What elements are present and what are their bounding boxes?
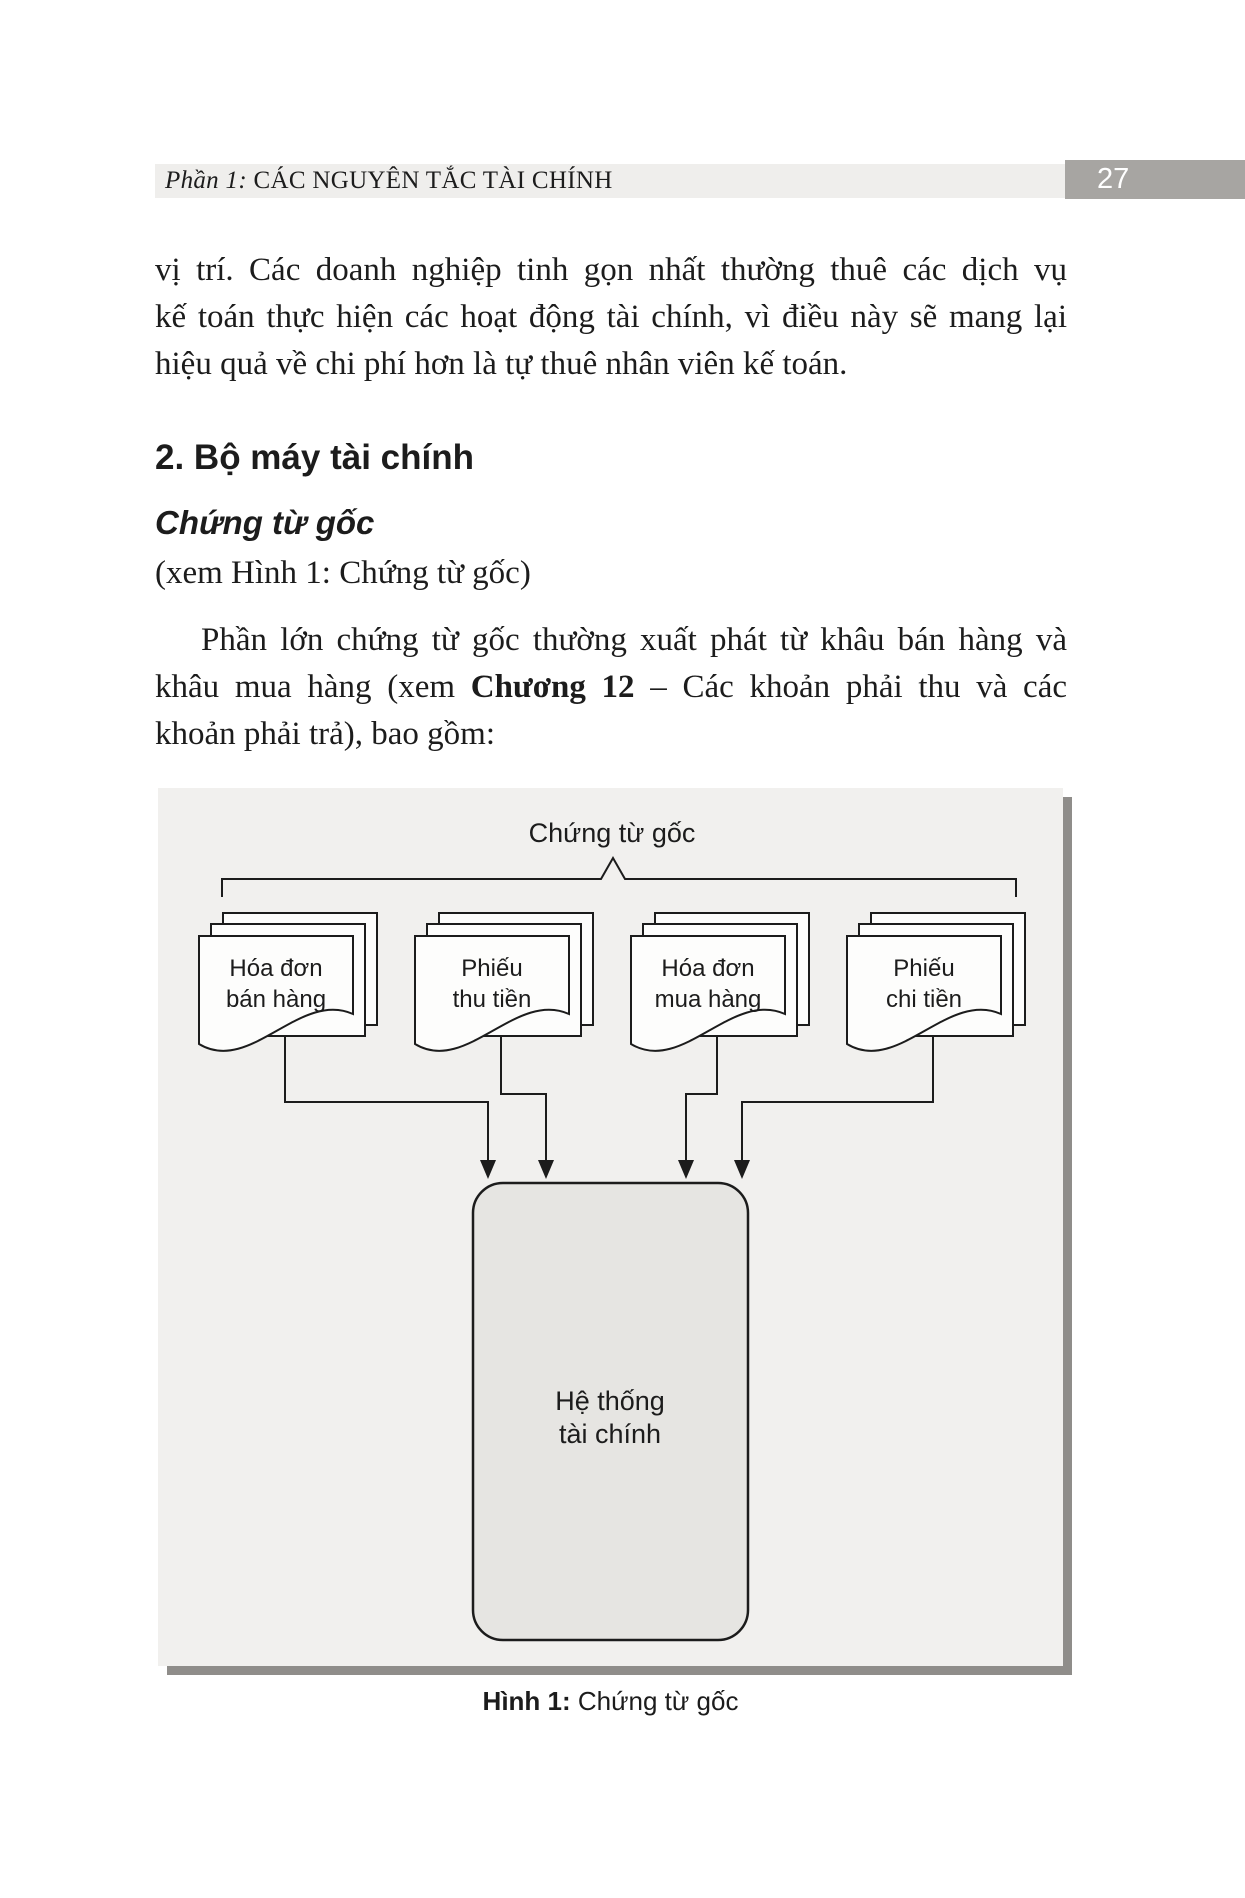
document-sheet-front <box>198 935 354 1052</box>
figure-caption: Hình 1: Chứng từ gốc <box>158 1686 1063 1717</box>
paragraph-2-line-2-before: khâu mua hàng (xem <box>155 669 471 705</box>
paragraph-2-line-2-after: – Các khoản phải thu và các <box>634 669 1067 705</box>
paragraph-1: vị trí. Các doanh nghiệp tinh gọn nhất t… <box>155 247 1067 388</box>
document-3-label-line-1: Hóa đơn <box>661 955 754 982</box>
section-heading: 2. Bộ máy tài chính <box>155 438 474 477</box>
paragraph-1-line-3: hiệu quả về chi phí hơn là tự thuê nhân … <box>155 346 848 382</box>
figure-caption-label: Hình 1: <box>482 1686 571 1716</box>
document-sheet-front <box>630 935 786 1052</box>
arrowhead-3 <box>678 1160 694 1179</box>
system-box-label-line-2: tài chính <box>559 1419 661 1449</box>
part-title: CÁC NGUYÊN TẮC TÀI CHÍNH <box>246 167 613 194</box>
document-2-label-line-1: Phiếu <box>461 955 522 982</box>
document-4-label-line-1: Phiếu <box>893 955 954 982</box>
arrowhead-4 <box>734 1160 750 1179</box>
brace <box>221 855 1017 897</box>
running-header-text: Phần 1: CÁC NGUYÊN TẮC TÀI CHÍNH <box>155 167 613 195</box>
document-stack-1: Hóa đơn bán hàng <box>198 912 378 1052</box>
paragraph-1-line-2: kế toán thực hiện các hoạt động tài chín… <box>155 299 1067 335</box>
document-stack-2: Phiếu thu tiền <box>414 912 594 1052</box>
arrowhead-1 <box>480 1160 496 1179</box>
document-1-label-line-2: bán hàng <box>226 986 326 1013</box>
system-box-label-line-1: Hệ thống <box>555 1386 665 1416</box>
paragraph-2: Phần lớn chứng từ gốc thường xuất phát t… <box>155 617 1067 758</box>
document-sheet-front <box>846 935 1002 1052</box>
paragraph-1-line-1: vị trí. Các doanh nghiệp tinh gọn nhất t… <box>155 252 1067 288</box>
figure-title: Chứng từ gốc <box>529 818 696 848</box>
document-4-label-line-2: chi tiền <box>886 986 962 1013</box>
page-number: 27 <box>1097 163 1130 195</box>
document-stack-3: Hóa đơn mua hàng <box>630 912 810 1052</box>
connector-1 <box>284 1036 489 1162</box>
paragraph-2-line-3: khoản phải trả), bao gồm: <box>155 716 495 752</box>
document-1-label-line-1: Hóa đơn <box>229 955 322 982</box>
document-2-label-line-2: thu tiền <box>453 986 532 1013</box>
subsection-heading: Chứng từ gốc <box>155 504 375 541</box>
connector-3 <box>685 1036 718 1162</box>
connector-4 <box>741 1036 934 1162</box>
running-header-band: Phần 1: CÁC NGUYÊN TẮC TÀI CHÍNH <box>155 164 1065 198</box>
paragraph-2-line-2: khâu mua hàng (xem Chương 12 – Các khoản… <box>155 664 1067 711</box>
figure-reference: (xem Hình 1: Chứng từ gốc) <box>155 555 531 591</box>
page-number-box: 27 <box>1065 160 1245 199</box>
connector-2 <box>500 1036 547 1162</box>
figure-caption-text: Chứng từ gốc <box>570 1686 739 1716</box>
chapter-12-bold: Chương 12 <box>470 669 635 705</box>
part-label: Phần 1: <box>165 167 247 194</box>
document-stack-4: Phiếu chi tiền <box>846 912 1026 1052</box>
document-sheet-front <box>414 935 570 1052</box>
figure-1-panel: Chứng từ gốc Hóa đơn bán hàng Phiếu thu … <box>158 788 1063 1666</box>
figure-1-diagram: Chứng từ gốc Hóa đơn bán hàng Phiếu thu … <box>198 818 1026 1642</box>
system-box <box>471 1181 750 1642</box>
arrowhead-2 <box>538 1160 554 1179</box>
paragraph-2-line-1: Phần lớn chứng từ gốc thường xuất phát t… <box>201 622 1067 658</box>
document-3-label-line-2: mua hàng <box>655 986 762 1013</box>
